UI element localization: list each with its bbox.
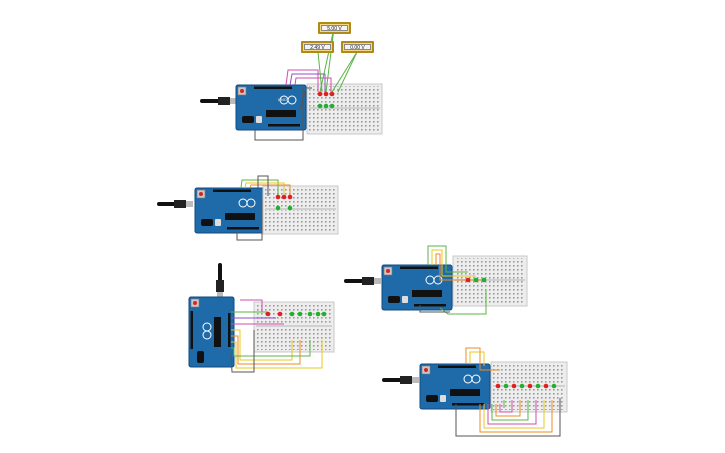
led-green[interactable]: [297, 311, 303, 317]
led-red[interactable]: [287, 194, 293, 200]
led-red[interactable]: [495, 383, 501, 389]
wires[interactable]: [230, 299, 323, 373]
circuit-3[interactable]: [188, 263, 335, 373]
arduino-uno-board[interactable]: [194, 187, 266, 234]
led-red[interactable]: [281, 194, 287, 200]
led-red[interactable]: [329, 91, 335, 97]
led-green[interactable]: [323, 103, 329, 109]
led-green[interactable]: [473, 277, 479, 283]
led-green[interactable]: [551, 383, 557, 389]
led-green[interactable]: [275, 205, 281, 211]
led-green[interactable]: [317, 103, 323, 109]
voltmeter-right[interactable]: 0.00 V: [341, 41, 374, 53]
wires[interactable]: [254, 27, 358, 141]
usb-cable: [382, 376, 419, 384]
wires[interactable]: [236, 175, 291, 241]
breadboard[interactable]: [253, 301, 335, 353]
led-green[interactable]: [519, 383, 525, 389]
led-red[interactable]: [265, 311, 271, 317]
led-green[interactable]: [321, 311, 327, 317]
arduino-uno-board[interactable]: [419, 363, 491, 410]
circuit-4[interactable]: [344, 245, 528, 315]
leds[interactable]: [317, 91, 335, 109]
leds[interactable]: [265, 311, 327, 317]
voltmeter-top[interactable]: 5.00 V: [318, 22, 351, 34]
led-red[interactable]: [277, 311, 283, 317]
led-green[interactable]: [481, 277, 487, 283]
circuit-2[interactable]: [157, 175, 339, 241]
led-red[interactable]: [465, 277, 471, 283]
led-red[interactable]: [317, 91, 323, 97]
led-red[interactable]: [543, 383, 549, 389]
voltmeter-reading: 0.00 V: [344, 44, 371, 51]
circuit-5[interactable]: [382, 347, 568, 437]
led-green[interactable]: [535, 383, 541, 389]
board-brand: UNO: [278, 97, 287, 102]
leds[interactable]: [275, 194, 293, 211]
led-green[interactable]: [307, 311, 313, 317]
led-red[interactable]: [275, 194, 281, 200]
wires[interactable]: [455, 347, 561, 437]
usb-cable: [344, 277, 381, 285]
led-green[interactable]: [315, 311, 321, 317]
arduino-uno-board[interactable]: [235, 84, 307, 131]
breadboard[interactable]: [452, 255, 528, 307]
voltmeter-reading: 5.00 V: [321, 25, 348, 32]
arduino-uno-board[interactable]: [188, 296, 235, 368]
usb-cable: [216, 263, 224, 298]
breadboard[interactable]: [262, 185, 339, 235]
leds[interactable]: [465, 277, 487, 283]
usb-cable: [200, 97, 237, 105]
circuit-1[interactable]: UNO: [200, 27, 383, 141]
usb-cable: [157, 200, 193, 208]
leds[interactable]: [495, 383, 557, 389]
led-red[interactable]: [323, 91, 329, 97]
led-red[interactable]: [511, 383, 517, 389]
led-green[interactable]: [289, 311, 295, 317]
led-green[interactable]: [329, 103, 335, 109]
voltmeter-left[interactable]: 2.49 V: [301, 41, 334, 53]
led-green[interactable]: [503, 383, 509, 389]
led-green[interactable]: [287, 205, 293, 211]
wires[interactable]: [419, 245, 487, 315]
led-red[interactable]: [527, 383, 533, 389]
voltmeter-reading: 2.49 V: [304, 44, 331, 51]
